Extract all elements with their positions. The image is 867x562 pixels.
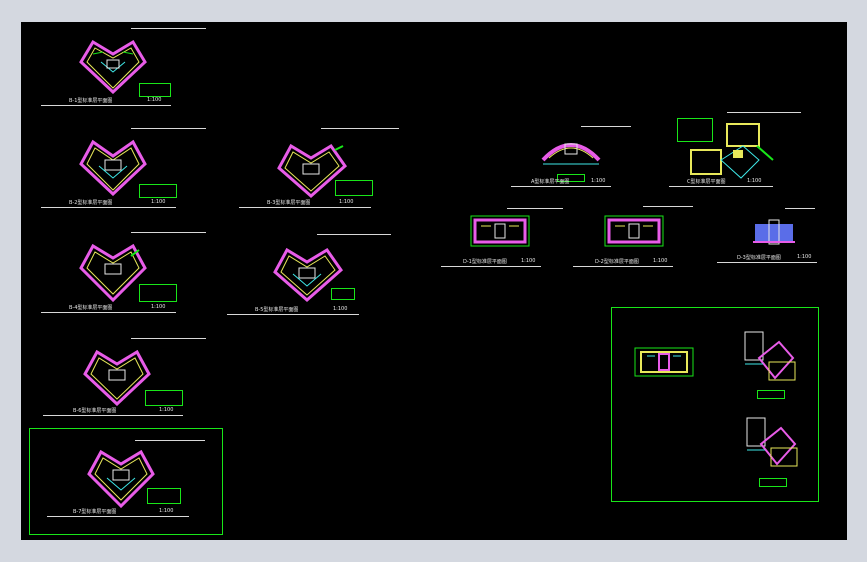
selection-frame-group[interactable] bbox=[611, 307, 819, 502]
area-table bbox=[677, 118, 713, 142]
caption-underline bbox=[227, 314, 359, 315]
floor-plan-rect-2[interactable] bbox=[603, 214, 665, 248]
caption-underline bbox=[41, 312, 176, 313]
detail-plan-rect[interactable] bbox=[633, 344, 695, 380]
floor-plan-arc[interactable] bbox=[539, 130, 603, 170]
plan-scale: 1:100 bbox=[797, 254, 812, 260]
caption-underline bbox=[573, 266, 673, 267]
floor-plan-3[interactable] bbox=[271, 136, 353, 198]
floor-plan-7[interactable] bbox=[81, 444, 161, 508]
caption-underline bbox=[41, 105, 171, 106]
plan-caption: C型标准层平面图 bbox=[687, 179, 726, 185]
selection-frame[interactable] bbox=[29, 428, 223, 535]
caption-underline bbox=[669, 186, 773, 187]
area-table bbox=[757, 390, 785, 399]
title-line bbox=[727, 112, 801, 113]
area-table bbox=[759, 478, 787, 487]
area-table bbox=[147, 488, 181, 504]
plan-scale: 1:100 bbox=[339, 199, 354, 205]
plan-scale: 1:100 bbox=[333, 306, 348, 312]
caption-underline bbox=[717, 262, 817, 263]
plan-caption: B-4型标准层平面图 bbox=[69, 305, 113, 311]
plan-caption: A型标准层平面图 bbox=[531, 179, 570, 185]
floor-plan-1[interactable] bbox=[73, 32, 153, 94]
floor-plan-5[interactable] bbox=[267, 240, 349, 302]
plan-scale: 1:100 bbox=[521, 258, 536, 264]
plan-caption: B-5型标准层平面图 bbox=[255, 307, 299, 313]
area-table bbox=[145, 390, 183, 406]
area-table bbox=[335, 180, 373, 196]
plan-scale: 1:100 bbox=[747, 178, 762, 184]
title-line bbox=[321, 128, 399, 129]
floor-plan-fan[interactable] bbox=[687, 120, 777, 184]
caption-underline bbox=[239, 207, 371, 208]
title-line bbox=[581, 126, 631, 127]
plan-scale: 1:100 bbox=[159, 407, 174, 413]
title-line bbox=[135, 440, 205, 441]
area-table bbox=[139, 83, 171, 97]
plan-scale: 1:100 bbox=[591, 178, 606, 184]
title-line bbox=[317, 234, 391, 235]
title-line bbox=[643, 206, 693, 207]
caption-underline bbox=[511, 186, 611, 187]
plan-scale: 1:100 bbox=[653, 258, 668, 264]
title-line bbox=[131, 128, 206, 129]
drawing-viewport[interactable]: B-1型标准层平面图 1:100 B-2型标准层平面图 1:100 B-3型标准… bbox=[21, 22, 847, 540]
plan-caption: B-2型标准层平面图 bbox=[69, 200, 113, 206]
floor-plan-2[interactable] bbox=[73, 134, 153, 196]
plan-caption: B-7型标准层平面图 bbox=[73, 509, 117, 515]
title-line bbox=[507, 208, 563, 209]
title-line bbox=[131, 28, 206, 29]
plan-caption: B-3型标准层平面图 bbox=[267, 200, 311, 206]
plan-caption: D-2型标准层平面图 bbox=[595, 259, 639, 265]
floor-plan-6[interactable] bbox=[77, 344, 157, 406]
area-table bbox=[557, 174, 585, 182]
caption-underline bbox=[43, 415, 183, 416]
plan-scale: 1:100 bbox=[151, 199, 166, 205]
title-line bbox=[785, 208, 815, 209]
caption-underline bbox=[441, 266, 541, 267]
detail-plan-fan-2[interactable] bbox=[741, 414, 803, 472]
caption-underline bbox=[47, 516, 189, 517]
plan-caption: D-1型标准层平面图 bbox=[463, 259, 507, 265]
area-table bbox=[139, 184, 177, 198]
title-line bbox=[131, 232, 206, 233]
plan-scale: 1:100 bbox=[151, 304, 166, 310]
plan-caption: D-3型标准层平面图 bbox=[737, 255, 781, 261]
plan-scale: 1:100 bbox=[147, 97, 162, 103]
area-table bbox=[331, 288, 355, 300]
area-table bbox=[139, 284, 177, 302]
title-line bbox=[131, 338, 206, 339]
plan-scale: 1:100 bbox=[159, 508, 174, 514]
floor-plan-4[interactable] bbox=[73, 236, 153, 302]
floor-plan-rect-1[interactable] bbox=[469, 214, 531, 248]
plan-caption: B-1型标准层平面图 bbox=[69, 98, 113, 104]
floor-plan-rect-3[interactable] bbox=[751, 218, 797, 248]
caption-underline bbox=[41, 207, 176, 208]
plan-caption: B-6型标准层平面图 bbox=[73, 408, 117, 414]
detail-plan-fan-1[interactable] bbox=[739, 328, 801, 386]
